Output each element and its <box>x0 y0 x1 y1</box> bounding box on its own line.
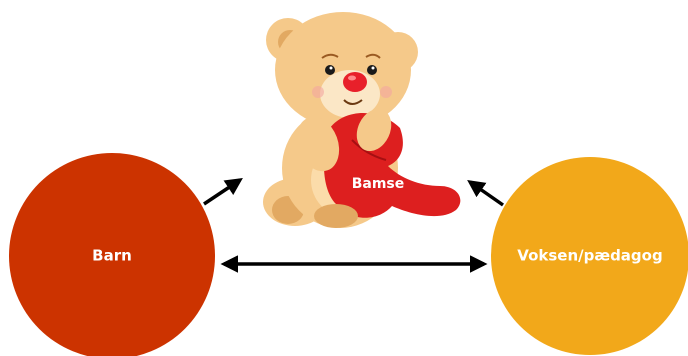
teddy-left-eye-glint <box>329 66 333 70</box>
teddy-left-eyebrow <box>321 53 339 59</box>
teddy-right-eye-glint <box>371 66 375 70</box>
teddy-mouth <box>343 99 363 105</box>
teddy-nose <box>343 72 367 92</box>
teddy-right-cheek <box>380 86 392 98</box>
teddy-left-eye <box>325 65 335 75</box>
node-teddy-label: Bamse <box>352 176 405 192</box>
node-adult-circle <box>491 157 688 355</box>
teddy-left-arm <box>296 116 340 172</box>
teddy-left-cheek <box>312 86 324 98</box>
teddy-scarf-fold <box>351 139 387 161</box>
teddy-right-arm <box>356 108 392 152</box>
node-adult-label: Voksen/pædagog <box>517 247 662 265</box>
teddy-right-leg <box>314 204 358 228</box>
node-child-label: Barn <box>92 247 132 265</box>
teddy-right-eyebrow <box>365 53 381 59</box>
node-child-circle <box>9 153 215 356</box>
edge-adult-teddy <box>467 179 505 207</box>
teddy-bear-illustration <box>263 12 461 228</box>
teddy-nose-glint <box>348 75 356 81</box>
teddy-right-eye <box>367 65 377 75</box>
edge-child-teddy <box>203 178 243 206</box>
